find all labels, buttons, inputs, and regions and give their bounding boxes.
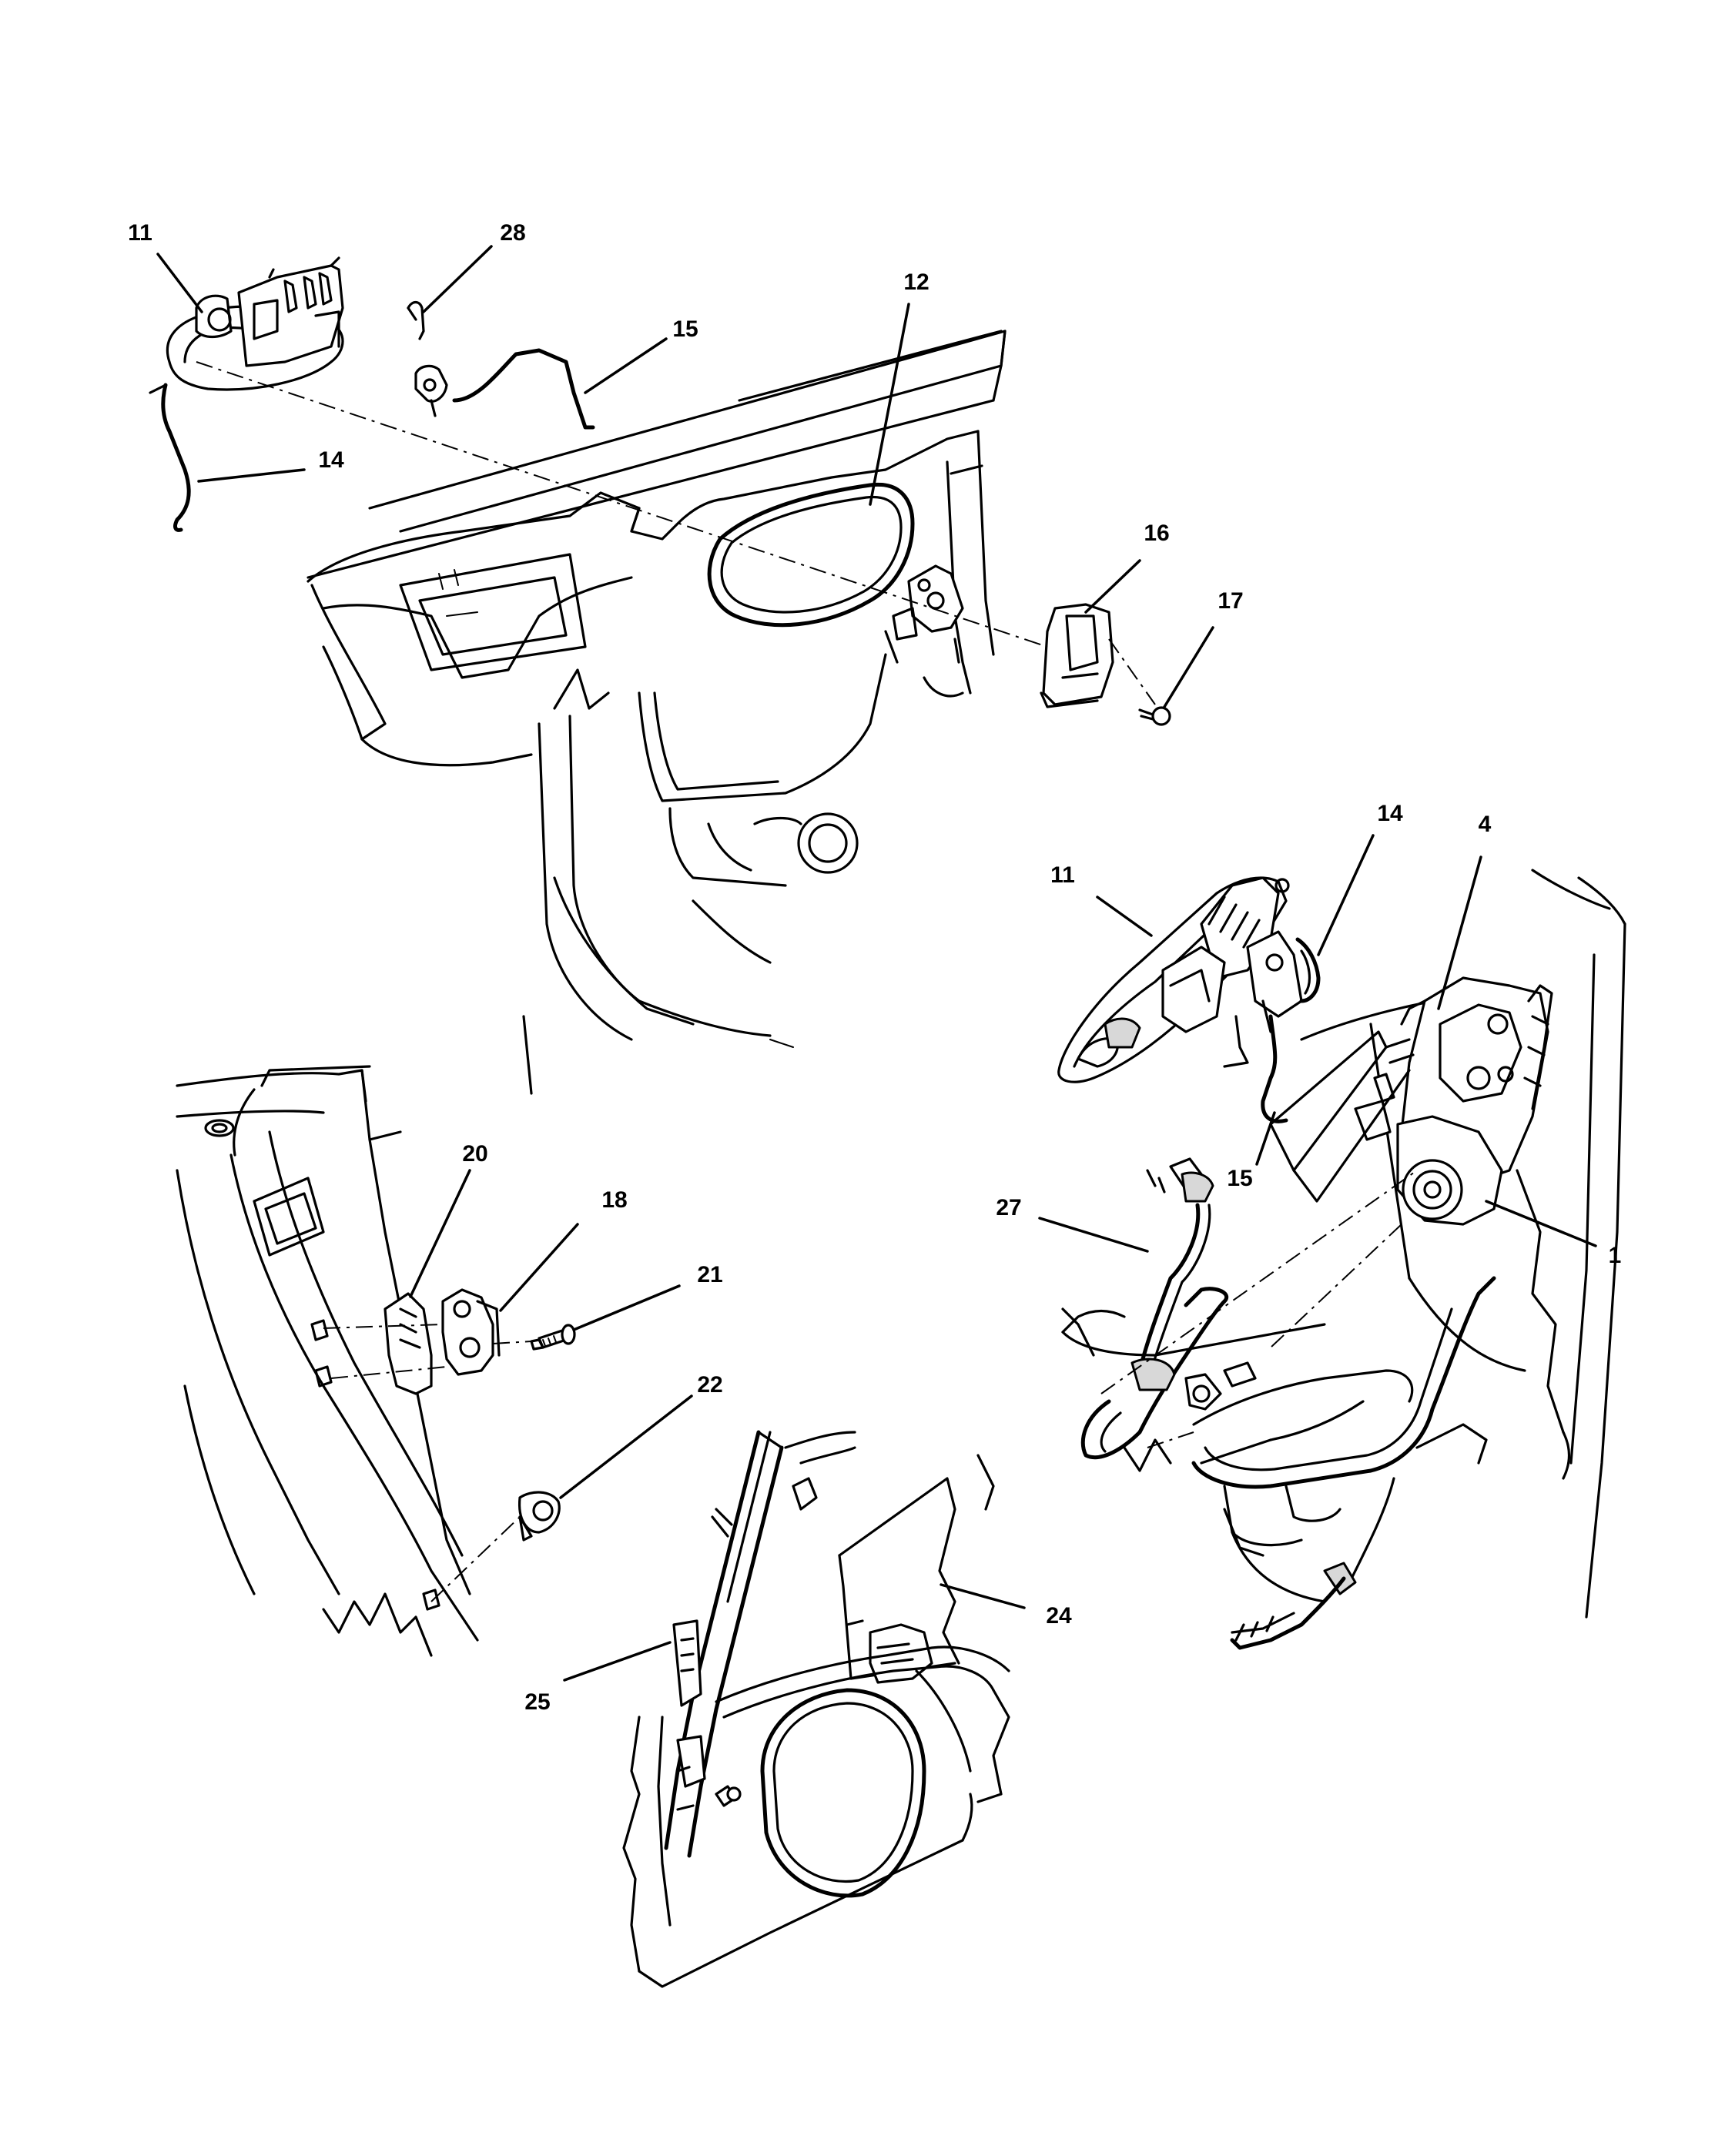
outside-handle-assembly-top <box>149 256 595 532</box>
wiring-harness <box>1061 1157 1257 1460</box>
callout-11-right: 11 <box>1050 862 1075 888</box>
door-check-strap <box>384 1292 433 1395</box>
glass-run-channel <box>664 1430 856 1858</box>
callout-14-right: 14 <box>1377 801 1403 826</box>
callout-16: 16 <box>1144 521 1169 546</box>
callout-28: 28 <box>500 220 525 246</box>
callout-11-top: 11 <box>128 220 152 246</box>
callout-1: 1 <box>1609 1243 1622 1268</box>
callout-leader-lines <box>156 245 1597 1682</box>
callout-25: 25 <box>524 1689 550 1715</box>
callout-14-top: 14 <box>318 447 344 473</box>
door-stop-pin <box>518 1491 561 1542</box>
door-inner-panel-top <box>306 330 1007 1095</box>
callout-27: 27 <box>996 1195 1021 1220</box>
callout-21: 21 <box>697 1262 722 1287</box>
callout-labels: 11 28 15 12 14 16 17 11 14 4 15 27 1 20 … <box>128 220 1621 1715</box>
callout-24: 24 <box>1046 1603 1072 1629</box>
striker-bolt <box>1138 706 1171 726</box>
callout-12: 12 <box>903 270 929 295</box>
hinge-bolt <box>530 1324 576 1351</box>
door-inner-panel-right <box>1061 869 1626 1650</box>
door-latch-actuator <box>1269 976 1553 1226</box>
callout-18: 18 <box>601 1187 627 1213</box>
callout-4: 4 <box>1479 812 1492 837</box>
rear-window-glass <box>838 1454 995 1684</box>
callout-15-top: 15 <box>672 316 698 342</box>
callout-17: 17 <box>1218 588 1243 614</box>
callout-22: 22 <box>697 1372 722 1398</box>
callout-20: 20 <box>462 1141 487 1167</box>
door-hinge <box>441 1288 501 1376</box>
outside-handle-assembly-right <box>1057 876 1321 1123</box>
door-latch-lever <box>884 564 964 664</box>
door-handle-bezel <box>707 482 915 628</box>
callout-15-right: 15 <box>1227 1166 1252 1191</box>
striker-bracket <box>1040 603 1114 708</box>
door-lower-panel <box>622 1645 1010 1988</box>
alignment-lines <box>196 361 1418 1602</box>
